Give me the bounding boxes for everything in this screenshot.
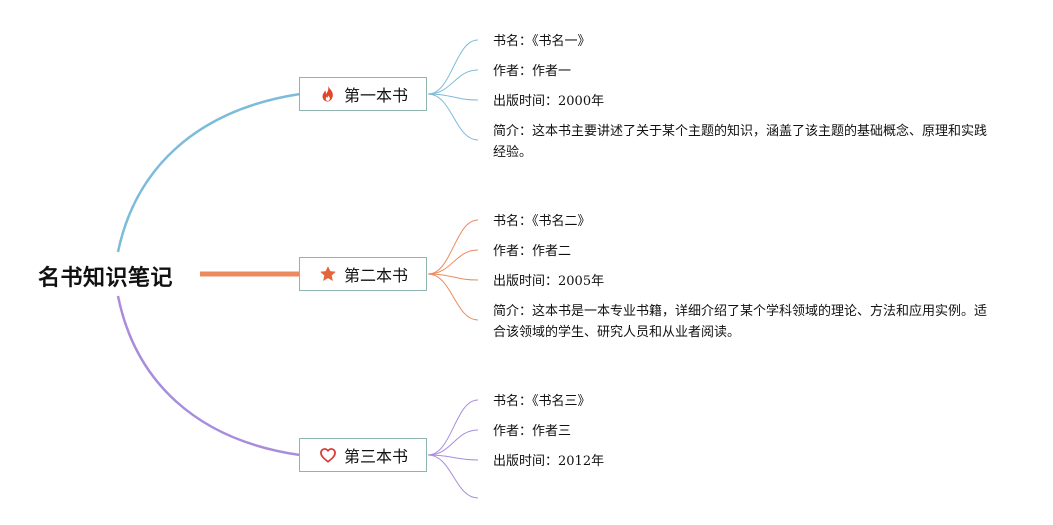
branch-label: 第三本书 [343, 447, 408, 466]
connector-branch-3 [116, 295, 301, 457]
leaf-book-1-title[interactable]: 书名：《书名一》 [493, 34, 591, 49]
star-icon-shape [320, 266, 336, 281]
connector-leaf-3-3 [427, 454, 479, 461]
branch-label: 第一本书 [343, 86, 408, 105]
root-topic[interactable]: 名书知识笔记 [38, 266, 174, 291]
fire-icon-core [325, 95, 330, 101]
fire-icon-flame [322, 85, 333, 102]
connector-leaf-3-1 [427, 399, 479, 456]
heart-icon-outline [320, 448, 336, 463]
connector-leaf-2-1 [427, 219, 479, 275]
leaf-book-3-date[interactable]: 出版时间：2012年 [493, 454, 605, 469]
fire-icon [318, 84, 338, 104]
connector-leaf-1-3 [427, 93, 479, 101]
leaf-book-1-date[interactable]: 出版时间：2000年 [493, 94, 605, 109]
leaf-book-2-title[interactable]: 书名：《书名二》 [493, 214, 591, 229]
leaf-book-2-summary[interactable]: 简介：这本书是一本专业书籍，详细介绍了某个学科领域的理论、方法和应用实例。适合该… [493, 304, 988, 340]
leaf-book-3-author[interactable]: 作者：作者三 [493, 424, 572, 439]
heart-icon [318, 445, 338, 465]
star-icon [318, 264, 338, 284]
connector-leaf-3-2 [427, 429, 479, 456]
connector-branch-1 [116, 92, 301, 253]
branch-node-book-3[interactable]: 第三本书 [299, 438, 427, 472]
connector-leaf-1-1 [427, 39, 479, 95]
branch-node-book-2[interactable]: 第二本书 [299, 257, 427, 291]
connector-leaf-3-4 [427, 454, 479, 499]
leaf-book-3-title[interactable]: 书名：《书名三》 [493, 394, 591, 409]
branch-node-book-1[interactable]: 第一本书 [299, 77, 427, 111]
leaf-book-2-author[interactable]: 作者：作者二 [493, 244, 572, 259]
leaf-book-2-date[interactable]: 出版时间：2005年 [493, 274, 605, 289]
leaf-book-1-author[interactable]: 作者：作者一 [493, 64, 572, 79]
connector-leaf-2-2 [427, 249, 479, 275]
leaf-book-1-summary[interactable]: 简介：这本书主要讲述了关于某个主题的知识，涵盖了该主题的基础概念、原理和实践经验… [493, 124, 988, 160]
branch-label: 第二本书 [343, 266, 408, 285]
connector-leaf-2-4 [427, 273, 479, 321]
connector-leaf-1-2 [427, 69, 479, 95]
connector-leaf-2-3 [427, 273, 479, 281]
connector-leaf-1-4 [427, 93, 479, 141]
